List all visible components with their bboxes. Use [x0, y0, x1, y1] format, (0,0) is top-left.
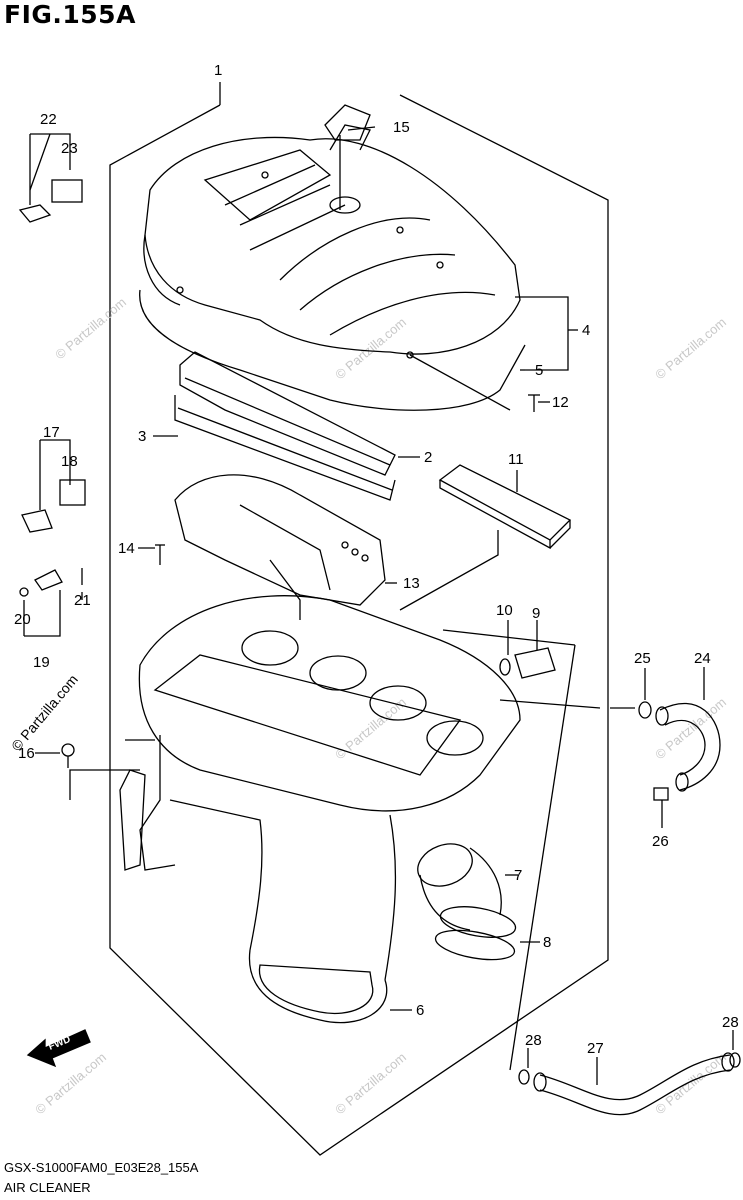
hose-clamp [638, 701, 652, 719]
assembly-outline [109, 94, 609, 1156]
figure-name: AIR CLEANER [4, 1180, 91, 1195]
intake-duct-bracket [174, 474, 386, 620]
callout-10: 10 [496, 602, 513, 619]
callout-19: 19 [33, 654, 50, 671]
case-seal-gasket [139, 289, 526, 411]
watermark: © Partzilla.com [52, 294, 129, 362]
figure-code: GSX-S1000FAM0_E03E28_155A [4, 1160, 199, 1175]
cap-15 [324, 104, 371, 141]
callout-16: 16 [18, 745, 35, 762]
callout-12: 12 [552, 394, 569, 411]
watermark: © Partzilla.com [332, 1049, 409, 1117]
screw-12 [528, 394, 540, 412]
bolt-16 [61, 743, 75, 768]
fwd-arrow [26, 1029, 91, 1068]
callout-8: 8 [543, 934, 551, 951]
upper-air-cleaner-case [143, 124, 521, 359]
temp-sensor [19, 568, 83, 597]
callout-5: 5 [535, 362, 543, 379]
callout-14: 14 [118, 540, 135, 557]
callout-28-right: 28 [722, 1014, 739, 1031]
figure-title: FIG.155A [4, 0, 136, 29]
callout-11: 11 [508, 451, 524, 468]
callout-24: 24 [694, 650, 711, 667]
callout-27: 27 [587, 1040, 604, 1057]
callout-9: 9 [532, 605, 540, 622]
drain-hose [539, 1054, 731, 1101]
callout-17: 17 [43, 424, 60, 441]
callout-3: 3 [138, 428, 146, 445]
watermark: © Partzilla.com [652, 1049, 729, 1117]
callout-25: 25 [634, 650, 651, 667]
callout-26: 26 [652, 833, 669, 850]
iat-sensor-top [18, 179, 83, 223]
pipe-9 [499, 647, 556, 679]
callout-15: 15 [393, 119, 410, 136]
breather-hose [659, 703, 721, 791]
callout-6: 6 [416, 1002, 424, 1019]
callout-28-left: 28 [525, 1032, 542, 1049]
screw-14 [155, 544, 165, 565]
lower-air-cleaner-case [119, 595, 521, 1024]
callout-18: 18 [61, 453, 78, 470]
iat-sensor-mid [21, 479, 86, 533]
callout-13: 13 [403, 575, 420, 592]
outlet-tube [417, 843, 517, 961]
air-cleaner-element [174, 351, 396, 501]
callout-7: 7 [514, 867, 522, 884]
callout-4: 4 [582, 322, 590, 339]
watermark: © Partzilla.com [8, 671, 81, 754]
callout-23: 23 [61, 140, 78, 157]
callout-20: 20 [14, 611, 31, 628]
callout-1: 1 [214, 62, 222, 79]
hose-clip [653, 787, 669, 801]
sponge-block [438, 464, 572, 550]
watermark: © Partzilla.com [652, 314, 729, 382]
callout-2: 2 [424, 449, 432, 466]
callout-22: 22 [40, 111, 57, 128]
callout-21: 21 [74, 592, 91, 609]
